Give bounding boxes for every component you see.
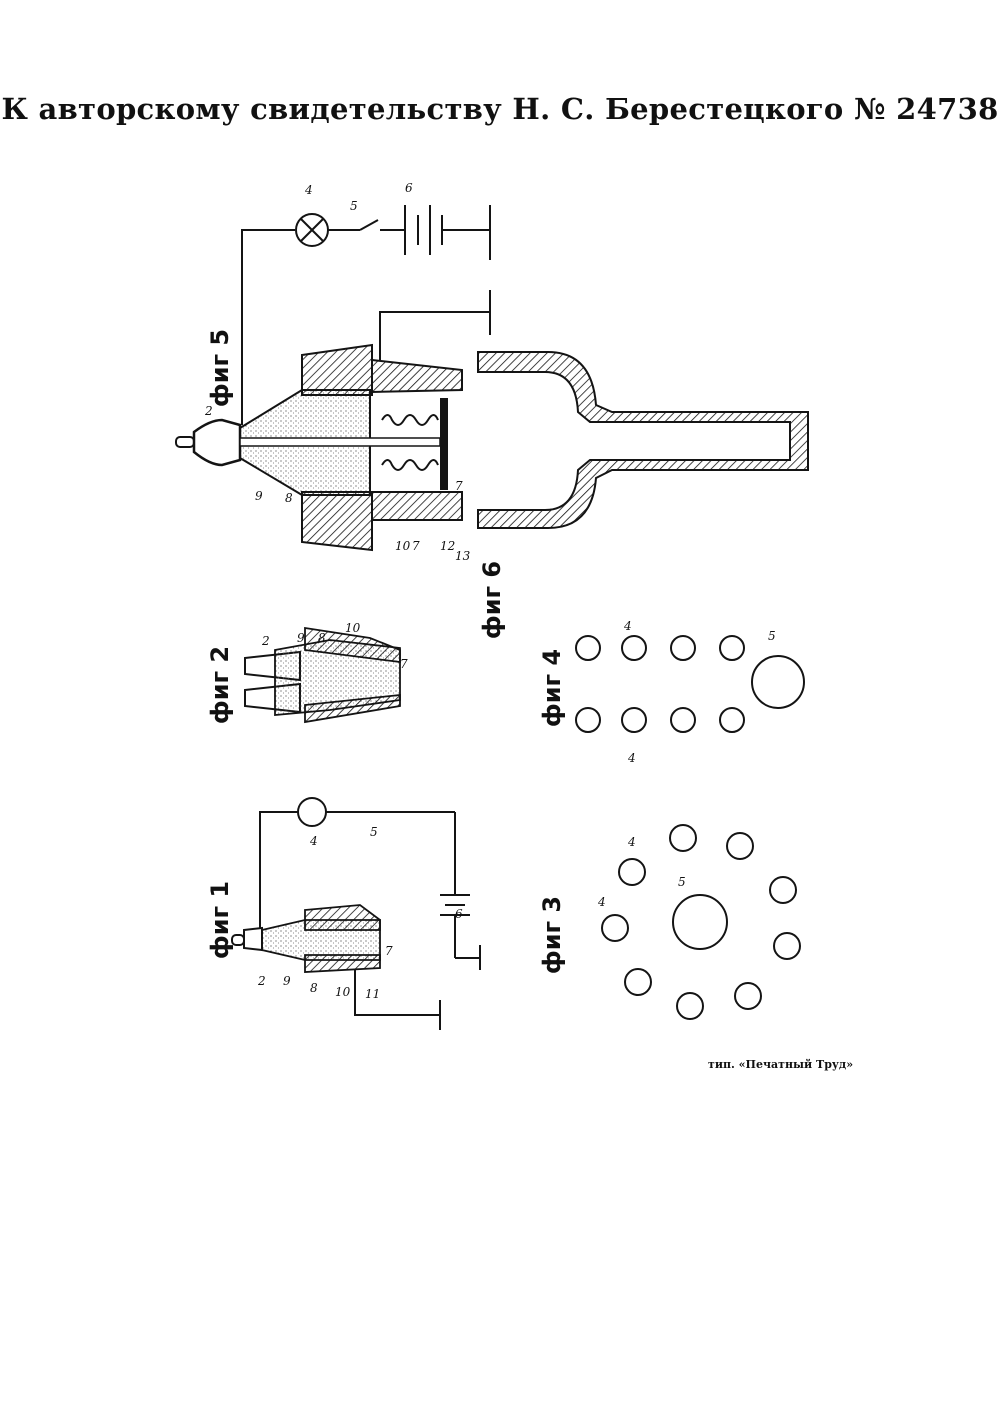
fig4-num-5: 5 <box>768 629 776 643</box>
fig4-label: фиг 4 <box>538 649 566 727</box>
fig3-holes <box>602 825 800 1019</box>
fig5-body-upper <box>302 345 372 395</box>
fig5-num-2: 2 <box>204 404 213 418</box>
fig1-num-8: 8 <box>310 981 318 995</box>
fig6-label: фиг 6 <box>478 561 506 639</box>
fig6-body <box>478 352 808 528</box>
fig3-num-4a: 4 <box>627 835 636 849</box>
fig1-num-10: 10 <box>335 985 351 999</box>
figure-6: фиг 6 <box>478 352 808 639</box>
figure-4: фиг 4 4 4 5 <box>538 619 804 765</box>
fig4-holes <box>576 636 804 732</box>
fig1-num-5: 5 <box>370 825 378 839</box>
fig5-thread-lower <box>372 492 462 520</box>
fig2-num-2: 2 <box>261 634 270 648</box>
fig5-label: фиг 5 <box>206 329 234 407</box>
fig5-num-12: 12 <box>440 539 455 553</box>
fig3-num-5: 5 <box>678 875 686 889</box>
fig2-num-10: 10 <box>345 621 361 635</box>
fig1-num-11: 11 <box>365 987 380 1001</box>
fig1-label: фиг 1 <box>206 881 234 959</box>
figure-1: фиг 1 2 9 8 10 11 7 4 5 <box>206 798 480 1030</box>
fig5-thread-upper <box>372 360 462 392</box>
fig1-num-6: 6 <box>455 907 463 921</box>
figure-3: фиг 3 4 4 5 <box>538 825 800 1019</box>
fig2-num-8: 8 <box>318 631 326 645</box>
fig5-body-lower <box>302 492 372 550</box>
fig5-num-7: 7 <box>455 479 463 493</box>
fig1-num-9: 9 <box>283 974 291 988</box>
fig2-num-7: 7 <box>400 657 408 671</box>
fig2-label: фиг 2 <box>206 646 234 724</box>
fig4-num-4b: 4 <box>627 751 636 765</box>
fig5-num-5: 5 <box>350 199 358 213</box>
fig5-num-4: 4 <box>304 183 313 197</box>
fig1-num-7: 7 <box>385 944 393 958</box>
fig5-num-8: 8 <box>285 491 293 505</box>
fig4-num-4a: 4 <box>623 619 632 633</box>
fig3-num-4b: 4 <box>597 895 606 909</box>
fig5-center-rod <box>240 438 440 446</box>
fig3-label: фиг 3 <box>538 896 566 974</box>
fig1-num-4: 4 <box>309 834 318 848</box>
figure-2: фиг 2 2 9 8 10 7 <box>206 621 408 724</box>
fig1-num-2: 2 <box>257 974 266 988</box>
fig5-num-6: 6 <box>405 181 413 195</box>
fig2-num-9: 9 <box>297 631 305 645</box>
fig5-num-10: 10 <box>395 539 411 553</box>
fig5-num-13: 13 <box>455 549 471 563</box>
fig5-num-7b: 7 <box>412 539 420 553</box>
fig5-electrode <box>176 420 240 465</box>
printer-imprint: тип. «Печатный Труд» <box>708 1058 853 1071</box>
fig5-num-9: 9 <box>255 489 263 503</box>
fig5-contact-plate <box>440 398 448 490</box>
figure-5: фиг 5 <box>176 181 490 563</box>
